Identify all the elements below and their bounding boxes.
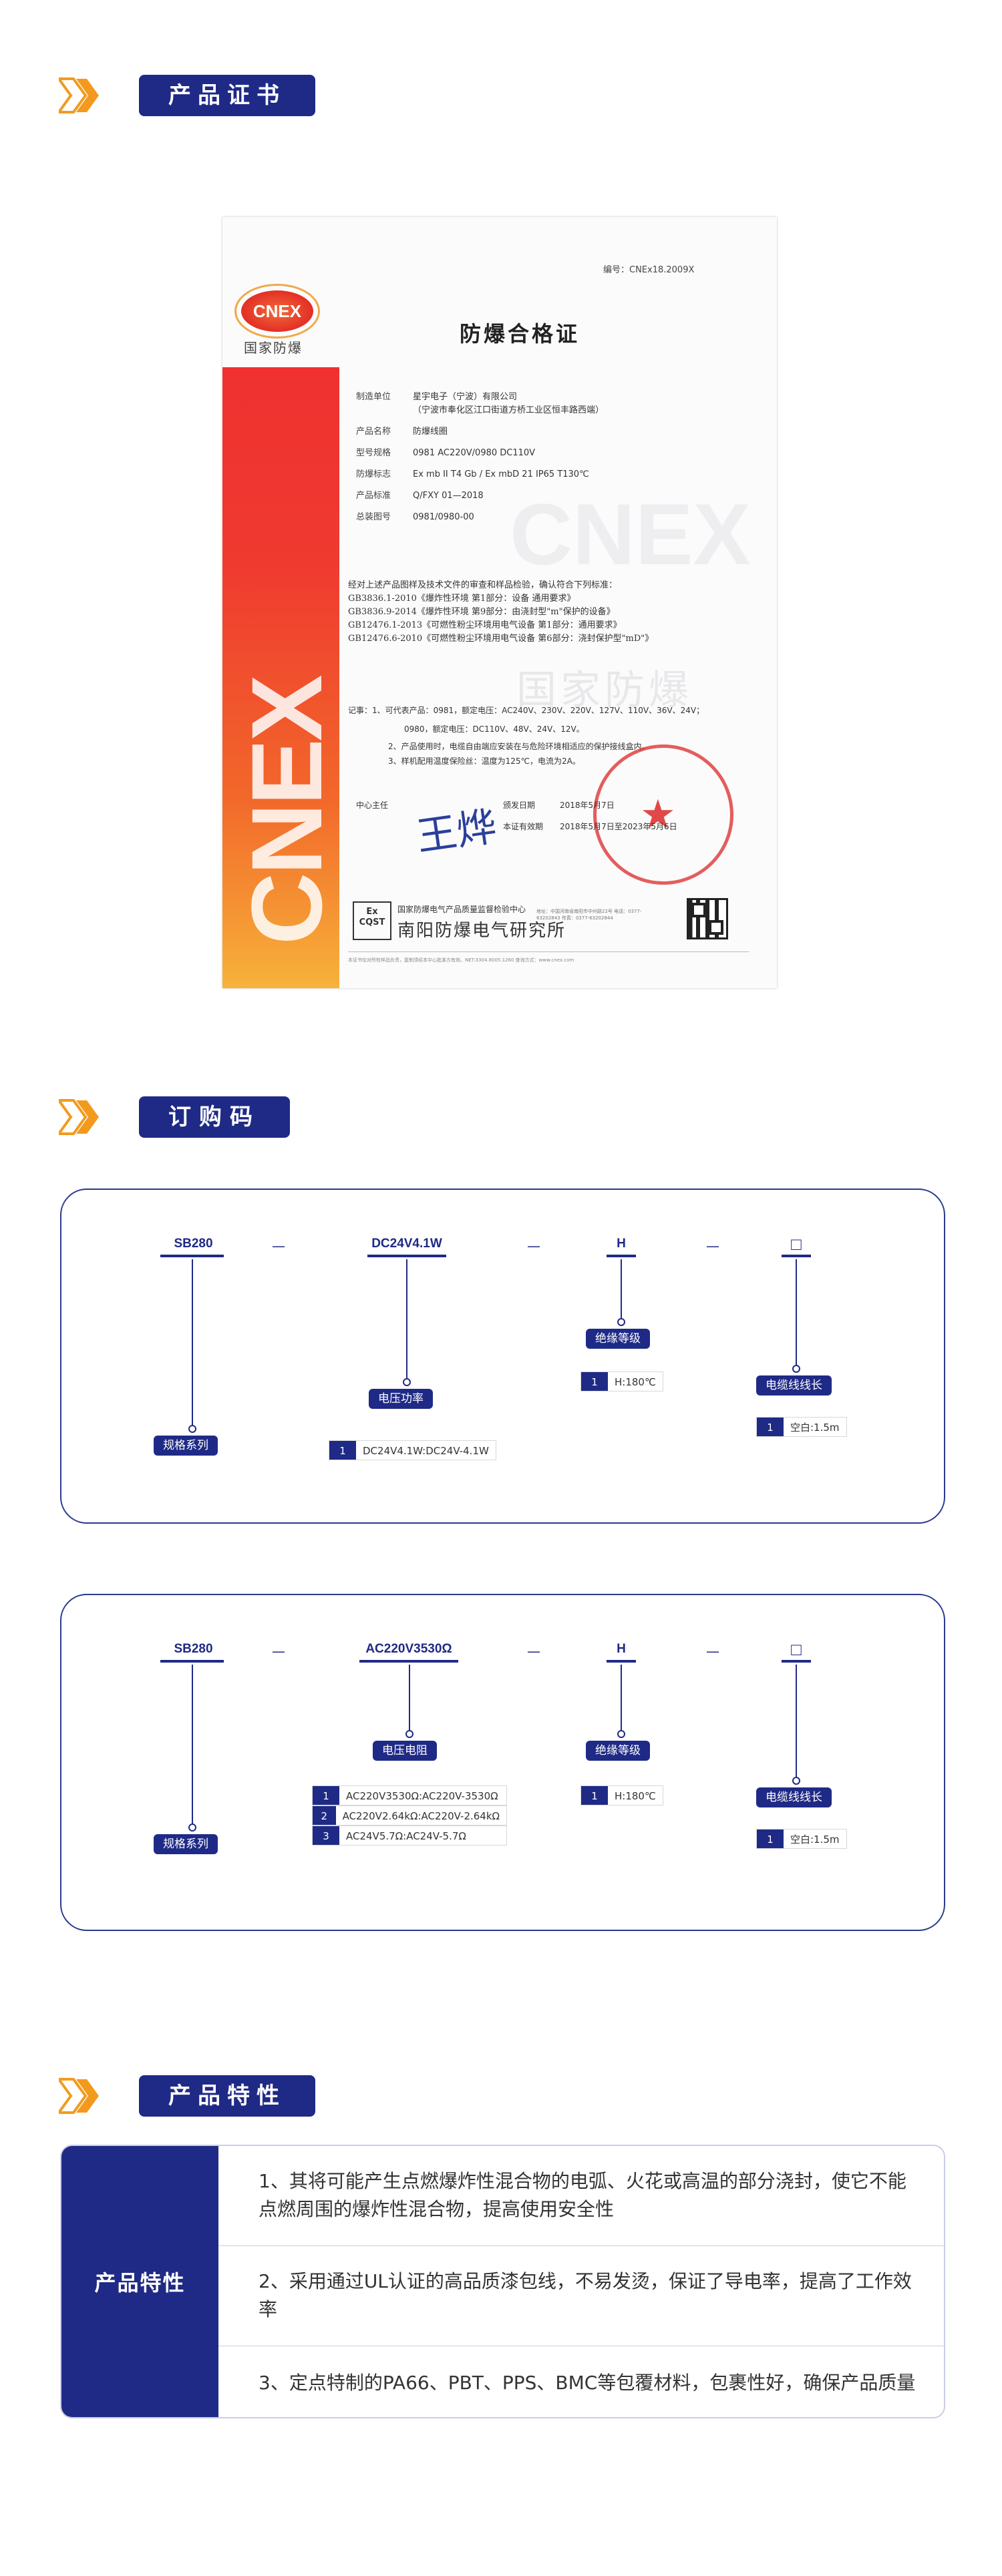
section-header-certificate: 产品证书 [56, 75, 366, 116]
section-header-features: 产品特性 [56, 2075, 366, 2117]
label-insulation: 绝缘等级 [586, 1741, 650, 1761]
field-row: 制造单位星宇电子（宁波）有限公司 [356, 392, 518, 402]
standard-line: GB12476.1-2013《可燃性粉尘环境用电气设备 第1部分：通用要求》 [348, 620, 622, 630]
code-separator: — [706, 1238, 719, 1254]
code-cable-length: □ [791, 1234, 802, 1254]
field-row: 产品名称防爆线圈 [356, 427, 448, 437]
code-separator: — [527, 1238, 540, 1254]
section-title: 产品特性 [139, 2075, 315, 2117]
code-voltage-resistance: AC220V3530Ω [365, 1642, 452, 1656]
issue-date-label: 颁发日期 [503, 801, 536, 810]
section-title: 产品证书 [139, 75, 315, 116]
vertical-brand-text: CNEX [230, 677, 343, 945]
feature-text: 3、定点特制的PA66、PBT、PPS、BMC等包覆材料，包裹性好，确保产品质量 [259, 2372, 916, 2394]
code-series: SB280 [174, 1642, 213, 1656]
cnex-logo: CNEX [241, 290, 313, 332]
seal-star-icon: ★ [640, 791, 676, 838]
standards-intro: 经对上述产品图样及技术文件的审查和样品检验，确认符合下列标准： [348, 580, 618, 590]
standard-line: GB3836.1-2010《爆炸性环境 第1部分：设备 通用要求》 [348, 594, 576, 604]
note-line: 3、样机配用温度保险丝：温度为125℃，电流为2A。 [388, 757, 580, 766]
code-separator: — [706, 1643, 719, 1659]
feature-text: 2、采用通过UL认证的高品质漆包线，不易发烫，保证了导电率，提高了工作效率 [259, 2270, 912, 2320]
code-series: SB280 [174, 1237, 213, 1251]
code-separator: — [272, 1238, 285, 1254]
issue-date: 2018年5月7日 [560, 801, 615, 810]
code-separator: — [527, 1643, 540, 1659]
label-insulation: 绝缘等级 [586, 1329, 650, 1349]
code-insulation: H [617, 1642, 626, 1656]
valid-period-label: 本证有效期 [503, 822, 544, 831]
explosion-proof-certificate: CNEX 国家防爆 CNEX CNEX 国家防爆 编号：CNEx18.2009X… [222, 217, 777, 988]
features-heading: 产品特性 [61, 2146, 218, 2417]
note-line: 0980，额定电压：DC110V、48V、24V、12V。 [404, 724, 584, 734]
section-title: 订购码 [139, 1096, 290, 1138]
feature-row: 1、其将可能产生点燃爆炸性混合物的电弧、火花或高温的部分浇封，使它不能点燃周围的… [218, 2146, 944, 2246]
code-voltage-power: DC24V4.1W [371, 1237, 442, 1251]
label-series: 规格系列 [154, 1834, 218, 1854]
code-insulation: H [617, 1237, 626, 1251]
label-cable-length: 电缆线线长 [756, 1375, 832, 1396]
field-row: （宁波市奉化区江口街道方桥工业区恒丰路西端） [413, 405, 605, 415]
official-seal [593, 744, 733, 885]
director-signature: 王烨 [413, 803, 500, 861]
label-voltage-power: 电压功率 [369, 1389, 433, 1409]
qr-code-icon [687, 898, 728, 939]
code-separator: — [272, 1643, 285, 1659]
feature-row: 3、定点特制的PA66、PBT、PPS、BMC等包覆材料，包裹性好，确保产品质量 [218, 2346, 944, 2417]
section-header-order-code: 订购码 [56, 1096, 366, 1138]
watermark-logo: CNEX [510, 485, 752, 583]
watermark-text: 国家防爆 [516, 667, 693, 714]
chevron-right-icon [56, 76, 99, 115]
label-series: 规格系列 [154, 1436, 218, 1456]
chevron-right-icon [56, 1098, 99, 1136]
logo-caption: 国家防爆 [244, 340, 303, 356]
code-cable-length: □ [791, 1639, 802, 1659]
certificate-title: 防爆合格证 [460, 321, 580, 347]
label-voltage-resistance: 电压电阻 [373, 1741, 437, 1761]
features-table: 产品特性 1、其将可能产生点燃爆炸性混合物的电弧、火花或高温的部分浇封，使它不能… [60, 2145, 945, 2418]
note-line: 2、产品使用时，电缆自由端应安装在与危险环境相适应的保护接线盒内。 [388, 742, 650, 751]
institute-name: 南阳防爆电气研究所 [397, 921, 566, 941]
standard-line: GB3836.9-2014《爆炸性环境 第9部分：由浇封型"m"保护的设备》 [348, 607, 615, 617]
standard-line: GB12476.6-2010《可燃性粉尘环境用电气设备 第6部分：浇封保护型"m… [348, 634, 654, 644]
institute-subtitle: 国家防爆电气产品质量监督检验中心 [397, 905, 526, 914]
feature-row: 2、采用通过UL认证的高品质漆包线，不易发烫，保证了导电率，提高了工作效率 [218, 2246, 944, 2346]
chevron-right-icon [56, 2077, 99, 2115]
director-label: 中心主任 [356, 801, 389, 810]
feature-text: 1、其将可能产生点燃爆炸性混合物的电弧、火花或高温的部分浇封，使它不能点燃周围的… [259, 2170, 906, 2220]
label-cable-length: 电缆线线长 [756, 1787, 832, 1807]
certificate-footer-note: 本证书仅对所检样品负责，复制须经本中心批准方有效。NET:3304.8005.1… [348, 957, 574, 963]
note-line: 记事：1、可代表产品：0981，额定电压：AC240V、230V、220V、12… [348, 706, 705, 715]
valid-period: 2018年5月7日至2023年5月6日 [560, 822, 677, 831]
institute-contact: 地址：中国河南省南阳市中州路22号 电话：0377-63202843 传真：03… [536, 909, 642, 921]
certificate-number: 编号：CNEx18.2009X [603, 265, 695, 275]
logo-ring [234, 284, 320, 339]
